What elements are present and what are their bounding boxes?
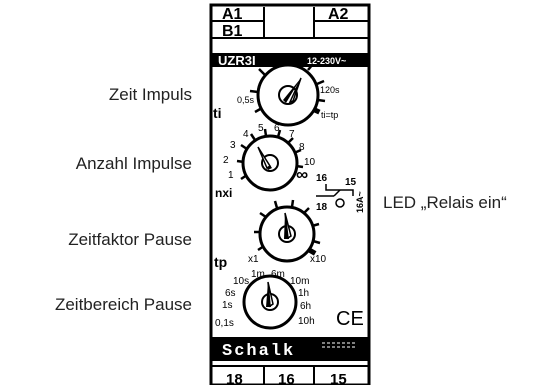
- zeitfaktor-pause-label: Zeitfaktor Pause: [68, 230, 192, 249]
- dial-nxi-scale-8: 8: [299, 142, 305, 153]
- dial-range-scale-6m: 6m: [271, 269, 285, 280]
- dial-nxi-scale-3: 3: [230, 140, 236, 151]
- dial-range-scale-10h: 10h: [298, 316, 315, 327]
- relay-contact-symbol: 16 15 18 16A~: [316, 173, 365, 213]
- relay-contact-18: 18: [316, 202, 328, 213]
- dial-nxi-scale-10: 10: [304, 157, 316, 168]
- terminal-b1: B1: [222, 23, 243, 40]
- led-relais-label: LED „Relais ein“: [383, 193, 507, 212]
- relay-rating: 16A~: [355, 191, 365, 213]
- zeit-impuls-label: Zeit Impuls: [108, 85, 192, 104]
- dial-range-scale-10m: 10m: [290, 276, 309, 287]
- dial-nxi-scale-infinity: ∞: [296, 165, 308, 184]
- terminal-a2: A2: [328, 6, 349, 23]
- dial-range[interactable]: 0,1s 1s 6s 10s 1m 6m 10m 1h 6h 10h: [215, 269, 315, 330]
- dial-range-scale-0-1s: 0,1s: [215, 318, 234, 329]
- dial-range-pointer[interactable]: [261, 281, 279, 311]
- dial-nxi-scale-5: 5: [258, 123, 264, 134]
- brand-logo: Schalk: [222, 342, 295, 361]
- dial-tp-max: x10: [310, 254, 327, 265]
- dial-range-scale-1h: 1h: [298, 288, 309, 299]
- dial-tp-name: tp: [214, 254, 227, 270]
- brand-bar: [212, 337, 368, 361]
- dial-ti-pointer[interactable]: [278, 77, 302, 105]
- dial-range-scale-1s: 1s: [222, 300, 233, 311]
- dial-ti-end: ti=tp: [321, 110, 338, 120]
- dial-ti-name: ti: [213, 105, 222, 121]
- dial-nxi-scale-2: 2: [223, 155, 229, 166]
- terminal-18: 18: [226, 371, 243, 385]
- terminal-16: 16: [278, 371, 295, 385]
- dial-nxi[interactable]: 1 2 3 4 5 6 7 8 10 ∞ nxi: [215, 123, 316, 200]
- dial-nxi-scale-7: 7: [289, 129, 295, 140]
- relay-contact-15: 15: [345, 177, 357, 188]
- dial-nxi-scale-4: 4: [243, 129, 249, 140]
- dial-range-scale-6h: 6h: [300, 301, 311, 312]
- terminal-15: 15: [330, 371, 347, 385]
- dial-nxi-pointer[interactable]: [257, 146, 279, 172]
- dial-nxi-scale-6: 6: [274, 123, 280, 134]
- dial-nxi-scale-1: 1: [228, 170, 234, 181]
- dial-tp-pointer[interactable]: [278, 212, 296, 243]
- voltage-rating: 12-230V~: [307, 56, 346, 66]
- dial-range-scale-10s: 10s: [233, 276, 249, 287]
- dial-range-scale-1m: 1m: [251, 269, 265, 280]
- zeitbereich-pause-label: Zeitbereich Pause: [54, 295, 192, 314]
- led-relais-indicator: [335, 198, 345, 208]
- bottom-terminal-block: 18 16 15: [212, 365, 368, 385]
- top-terminal-block: A1 A2 B1: [211, 6, 369, 40]
- dial-nxi-name: nxi: [215, 186, 232, 200]
- dial-ti-max: 120s: [320, 85, 340, 95]
- terminal-a1: A1: [222, 6, 243, 23]
- model-name: UZR3I: [218, 53, 256, 68]
- dial-tp-min: x1: [248, 254, 259, 265]
- dial-tp[interactable]: tp x1 x10: [214, 199, 327, 270]
- anzahl-impulse-label: Anzahl Impulse: [75, 154, 192, 173]
- relay-contact-16: 16: [316, 173, 328, 184]
- model-bar: [212, 53, 368, 67]
- dial-ti[interactable]: ti 0,5s 120s ti=tp: [213, 56, 340, 127]
- dial-range-scale-6s: 6s: [225, 288, 236, 299]
- dial-ti-min: 0,5s: [237, 95, 255, 105]
- ce-mark: CE: [336, 308, 364, 330]
